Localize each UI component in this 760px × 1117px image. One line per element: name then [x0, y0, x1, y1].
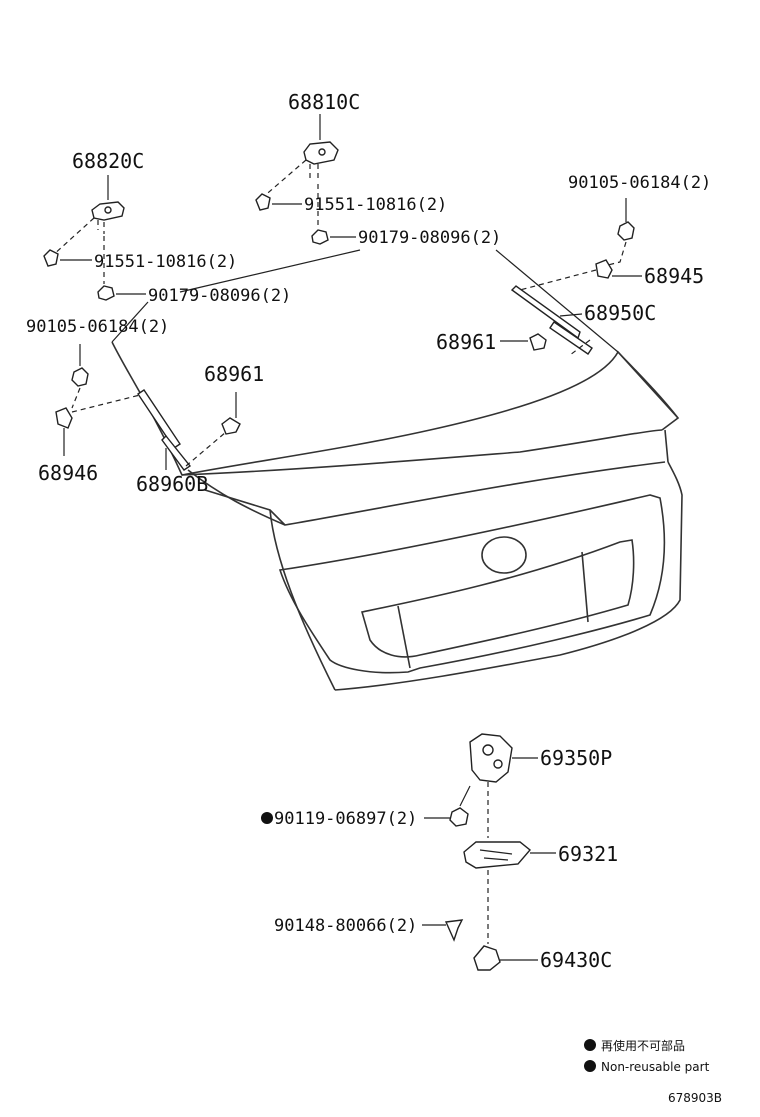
label-90105-right: 90105-06184(2) — [568, 173, 711, 193]
left-bracket-68946 — [55, 407, 73, 456]
label-69350P: 69350P — [540, 746, 612, 770]
label-90105-left: 90105-06184(2) — [26, 317, 169, 337]
label-68961-left: 68961 — [204, 362, 264, 386]
label-90119: 90119-06897(2) — [274, 809, 417, 829]
lock-69350P — [469, 733, 538, 838]
left-bolt-68961 — [221, 392, 241, 435]
center-nut-90179 — [311, 184, 356, 245]
cover-69321 — [463, 841, 556, 944]
left-nut-90179 — [97, 236, 146, 301]
label-91551-center: 91551-10816(2) — [304, 195, 447, 215]
label-68945: 68945 — [644, 264, 704, 288]
diagram-reference: 678903B — [668, 1091, 722, 1105]
label-68960B: 68960B — [136, 472, 208, 496]
striker-69430C — [473, 945, 538, 971]
leader-panel-center — [179, 249, 361, 293]
legend-dot-icon-en — [584, 1060, 596, 1072]
right-bolt-90105 — [603, 198, 635, 267]
right-stay-68950C — [510, 285, 593, 356]
label-68950C: 68950C — [584, 301, 656, 325]
label-68946: 68946 — [38, 461, 98, 485]
right-bracket-68945 — [519, 259, 642, 291]
label-90179-left: 90179-08096(2) — [148, 286, 291, 306]
leader-panel-left — [111, 301, 149, 343]
legend-dot-icon-jp — [584, 1039, 596, 1051]
label-68820C: 68820C — [72, 149, 144, 173]
label-69321: 69321 — [558, 842, 618, 866]
non-reusable-dot-icon — [261, 812, 273, 824]
leader-panel-right — [495, 249, 619, 353]
label-90148: 90148-80066(2) — [274, 916, 417, 936]
legend-text-jp: 再使用不可部品 — [601, 1038, 685, 1053]
label-68961-right: 68961 — [436, 330, 496, 354]
label-90179-center: 90179-08096(2) — [358, 228, 501, 248]
center-clip-91551 — [255, 193, 302, 211]
legend-text-en: Non-reusable part — [601, 1060, 710, 1074]
left-bolt-90105 — [71, 344, 141, 413]
left-stay-68960B — [137, 389, 227, 471]
bolt-90119 — [424, 785, 471, 827]
back-door-panel — [111, 341, 683, 691]
legend: 再使用不可部品 Non-reusable part — [584, 1038, 710, 1074]
center-cover-68810C — [261, 114, 339, 199]
label-68810C: 68810C — [288, 90, 360, 114]
label-91551-left: 91551-10816(2) — [94, 252, 237, 272]
left-clip-91551 — [43, 249, 92, 267]
right-bolt-68961 — [500, 333, 547, 351]
screw-90148 — [422, 919, 464, 942]
label-69430C: 69430C — [540, 948, 612, 972]
left-cover-68820C — [51, 175, 125, 257]
